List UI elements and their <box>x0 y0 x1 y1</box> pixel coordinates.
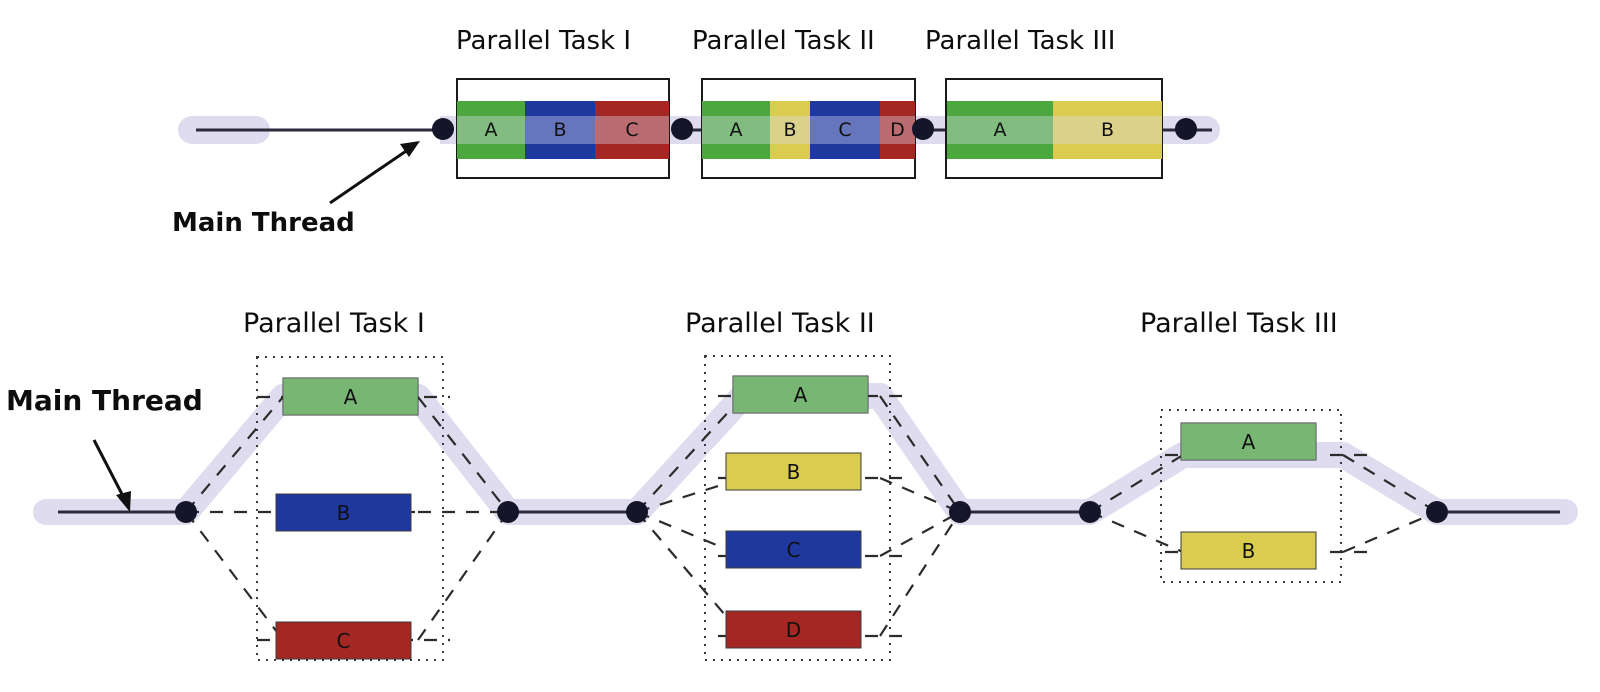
top-nodes <box>432 118 1197 140</box>
top-task-segments-2 <box>702 101 915 159</box>
top-thread-overlay-1 <box>457 116 669 144</box>
top-task-title-3: Parallel Task III <box>925 26 1116 56</box>
top-thread-overlay-2 <box>702 116 915 144</box>
task-bar <box>732 375 869 414</box>
bottom-node-3 <box>626 501 648 523</box>
top-main-thread-arrow <box>329 141 420 205</box>
top-node-1 <box>432 118 454 140</box>
task-bar <box>1180 422 1317 461</box>
bottom-task-bars-2 <box>725 375 869 649</box>
bottom-task-title-1: Parallel Task I <box>243 308 425 339</box>
task-bar <box>725 610 862 649</box>
task-group-outline-2 <box>704 355 891 661</box>
bottom-nodes <box>175 501 1448 523</box>
task-bar-thread-overlay <box>1181 423 1316 460</box>
bottom-task-title-2: Parallel Task II <box>685 308 875 339</box>
bottom-task-bars-1 <box>275 377 419 660</box>
task-bar <box>725 452 862 491</box>
task-bar <box>282 377 419 416</box>
top-node-3 <box>912 118 934 140</box>
bottom-node-6 <box>1426 501 1448 523</box>
bottom-node-4 <box>949 501 971 523</box>
bottom-task-title-3: Parallel Task III <box>1140 308 1338 339</box>
task-bar <box>275 493 412 532</box>
bottom-main-thread-arrow <box>92 439 131 512</box>
bottom-main-thread-label: Main Thread <box>6 384 203 417</box>
task-group-outline-3 <box>1160 409 1342 583</box>
top-node-4 <box>1175 118 1197 140</box>
top-node-2 <box>671 118 693 140</box>
task-bar <box>725 530 862 569</box>
bottom-node-2 <box>497 501 519 523</box>
task-bar <box>1180 531 1317 570</box>
bottom-node-1 <box>175 501 197 523</box>
bottom-node-5 <box>1079 501 1101 523</box>
task-bar-thread-overlay <box>283 378 418 415</box>
top-task-title-1: Parallel Task I <box>456 26 632 56</box>
bottom-task-bars-3 <box>1180 422 1317 570</box>
top-main-thread-label: Main Thread <box>172 208 355 238</box>
top-task-segments-3 <box>947 101 1162 159</box>
bottom-task-group-outlines <box>256 355 1342 661</box>
top-task-title-2: Parallel Task II <box>692 26 875 56</box>
task-bar <box>275 621 412 660</box>
top-thread-overlay-3 <box>947 116 1162 144</box>
task-group-outline-1 <box>256 356 444 661</box>
task-bar-thread-overlay <box>733 376 868 413</box>
top-task-segments-1 <box>457 101 669 159</box>
